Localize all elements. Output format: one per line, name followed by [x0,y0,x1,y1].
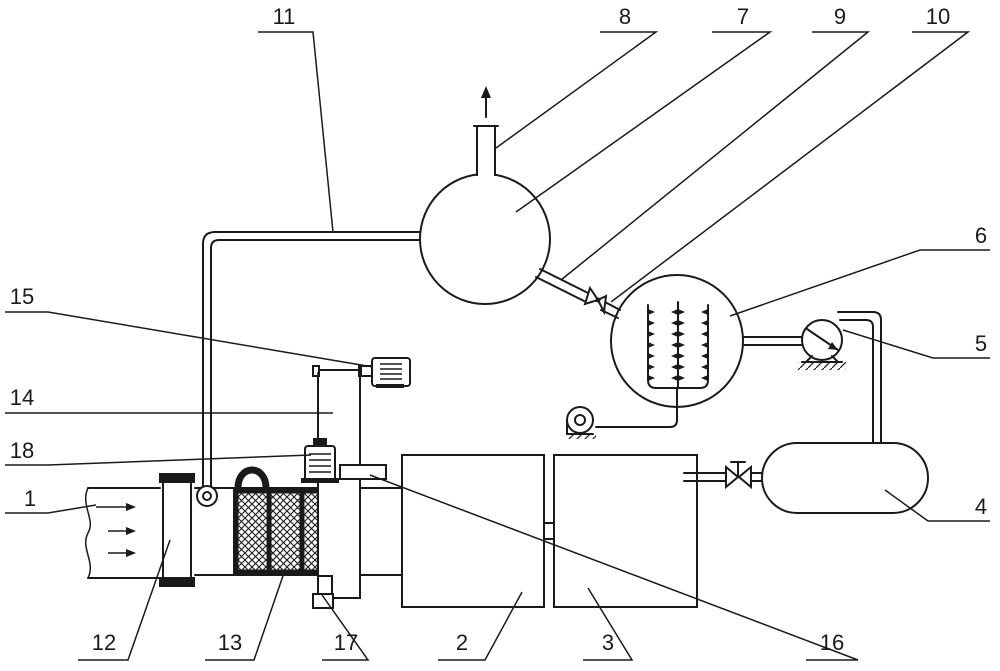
label-8: 8 [619,4,631,29]
label-12: 12 [92,630,116,655]
nozzle-mark [648,364,655,370]
storage-tank [553,454,698,608]
nozzle-mark [648,353,655,359]
label-13: 13 [218,630,242,655]
nozzle-mark [671,309,678,315]
label-17: 17 [334,630,358,655]
top-motor [360,357,411,388]
nozzle-mark [671,320,678,326]
nozzle-mark [648,309,655,315]
label-7: 7 [737,4,749,29]
label-1: 1 [24,486,36,511]
nozzle-mark [678,353,685,359]
label-15: 15 [10,284,34,309]
part-labels: 11 8 7 9 10 6 5 4 15 14 18 1 12 13 17 2 … [10,4,987,655]
nozzle-mark [671,342,678,348]
drive-motor [301,438,339,483]
nozzle-mark [701,342,708,348]
nozzle-mark [678,320,685,326]
label-18: 18 [10,438,34,463]
label-5: 5 [975,331,987,356]
scrubber-drain-pipe [595,387,678,428]
pump-to-scrubber-pipe [733,336,803,346]
nozzle-mark [701,309,708,315]
pressure-vessel [761,442,929,514]
nozzle-mark [648,331,655,337]
nozzle-mark [701,331,708,337]
separator-tank [419,173,551,305]
nozzle-mark [648,375,655,381]
label-16: 16 [820,630,844,655]
nozzle-mark [678,331,685,337]
check-valve [583,285,608,316]
exhaust-pipe [196,231,421,507]
label-9: 9 [834,4,846,29]
nozzle-mark [671,331,678,337]
nozzle-mark [671,353,678,359]
nozzle-mark [648,342,655,348]
nozzle-mark [678,309,685,315]
nozzle-mark [701,375,708,381]
connecting-pipe [535,268,621,319]
flange [159,473,195,587]
flow-arrows [96,503,136,557]
pump [798,319,846,370]
support-bracket [339,464,387,480]
blower-fan [566,406,596,439]
leader-lines [5,31,990,661]
scrubber-tower [610,274,744,408]
label-6: 6 [975,223,987,248]
spray-nozzles [648,309,708,381]
label-14: 14 [10,385,34,410]
riser-pipe [837,311,882,444]
nozzle-mark [671,375,678,381]
pipe-valve [725,461,752,490]
nozzle-mark [648,320,655,326]
nozzle-mark [701,320,708,326]
label-2: 2 [456,630,468,655]
label-3: 3 [602,630,614,655]
label-4: 4 [975,494,987,519]
nozzle-mark [701,353,708,359]
label-10: 10 [926,4,950,29]
nozzle-mark [671,364,678,370]
nozzle-mark [701,364,708,370]
reaction-tank [401,454,545,608]
tank-connector [543,522,555,540]
nozzle-mark [678,364,685,370]
bottom-motor [312,575,334,609]
label-11: 11 [273,4,296,29]
nozzle-mark [678,342,685,348]
exhaust-stack [473,86,499,176]
nozzle-mark [678,375,685,381]
inlet-duct [85,487,161,579]
